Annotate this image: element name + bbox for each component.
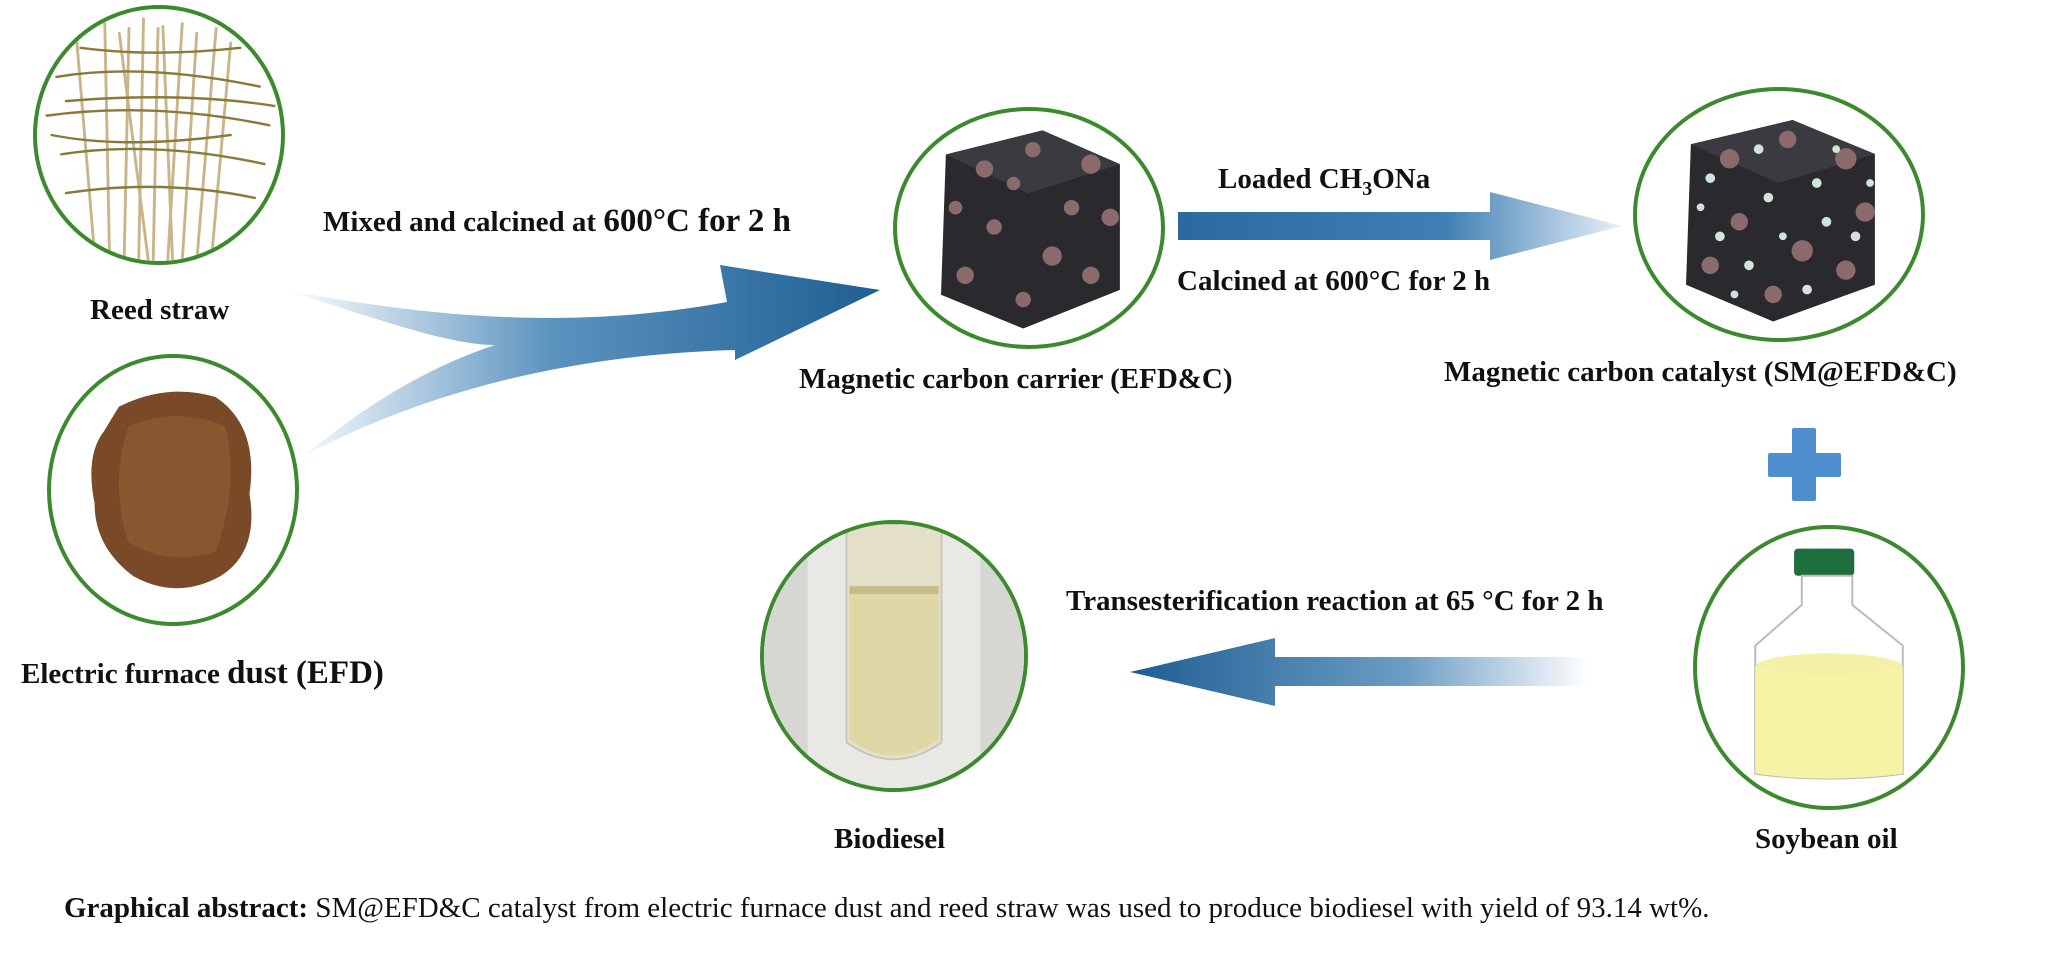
merge-arrow <box>285 265 880 455</box>
caption-text: SM@EFD&C catalyst from electric furnace … <box>308 892 1710 924</box>
load-step-subscript: 3 <box>1362 177 1373 200</box>
transesterification-step-label: Transesterification reaction at 65 °C fo… <box>1066 585 1604 617</box>
graphical-abstract-caption: Graphical abstract: SM@EFD&C catalyst fr… <box>64 888 1934 928</box>
plus-icon <box>1768 428 1841 501</box>
load-step-label: Loaded CH3ONa <box>1218 165 1430 199</box>
reed-straw-image <box>33 5 285 265</box>
efd-label-suffix: dust (EFD) <box>227 655 384 691</box>
load-step-suffix: ONa <box>1372 163 1431 195</box>
caption-label: Graphical abstract: <box>64 892 309 924</box>
reed-straw-label: Reed straw <box>90 294 230 326</box>
soybean-oil-image <box>1693 525 1965 810</box>
load-step-prefix: Loaded CH <box>1218 163 1363 195</box>
catalyst-label: Magnetic carbon catalyst (SM@EFD&C) <box>1444 356 1957 388</box>
mix-step-prefix: Mixed and calcined at <box>323 206 604 238</box>
biodiesel-image <box>760 520 1028 792</box>
efd-label-prefix: Electric furnace <box>21 658 228 690</box>
mix-step-suffix: 600°C for 2 h <box>603 203 792 239</box>
carrier-image <box>893 107 1165 349</box>
right-arrow <box>1178 192 1622 260</box>
efd-label: Electric furnace dust (EFD) <box>21 657 384 690</box>
left-arrow <box>1130 638 1588 706</box>
catalyst-image <box>1633 87 1925 342</box>
calcine-step-label: Calcined at 600°C for 2 h <box>1177 265 1491 297</box>
mix-step-label: Mixed and calcined at 600°C for 2 h <box>323 205 791 238</box>
carrier-label: Magnetic carbon carrier (EFD&C) <box>799 363 1233 395</box>
efd-image <box>47 354 299 626</box>
biodiesel-label: Biodiesel <box>834 823 946 855</box>
soybean-oil-label: Soybean oil <box>1755 823 1898 855</box>
